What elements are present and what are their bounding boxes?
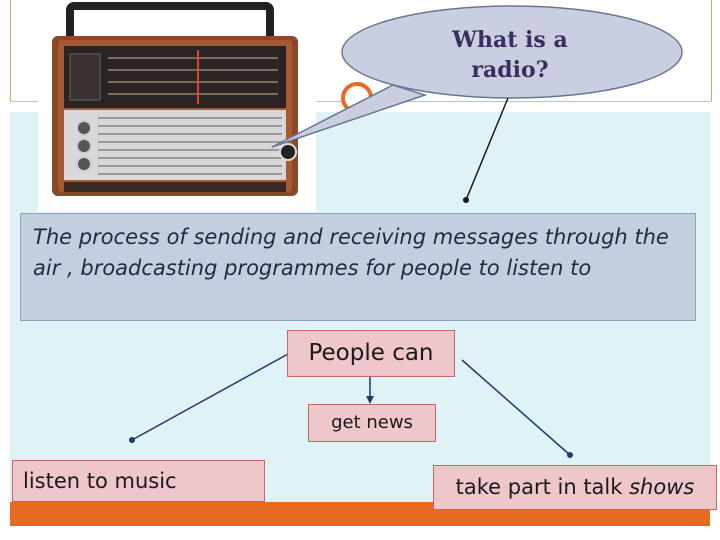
speech-bubble — [341, 5, 683, 99]
hub-box-people-can: People can — [287, 330, 455, 377]
talk-label: take part in talk — [455, 475, 630, 499]
branch-box-listen-music: listen to music — [12, 460, 265, 502]
vintage-radio-icon — [52, 2, 298, 196]
arrow-to-talk — [461, 359, 571, 456]
branch-box-get-news: get news — [308, 404, 436, 442]
radio-photo — [38, 0, 316, 212]
bubble-tail — [271, 84, 428, 148]
definition-text: The process of sending and receiving mes… — [33, 225, 669, 280]
arrow-to-music — [131, 353, 289, 441]
bubble-question: What is a radio? — [452, 27, 568, 83]
talk-label-italic: shows — [629, 475, 695, 499]
bubble-to-definition-line — [465, 97, 509, 201]
definition-box: The process of sending and receiving mes… — [20, 213, 696, 321]
slide-frame — [10, 0, 712, 102]
branch-box-talk-shows: take part in talk shows — [433, 465, 717, 510]
